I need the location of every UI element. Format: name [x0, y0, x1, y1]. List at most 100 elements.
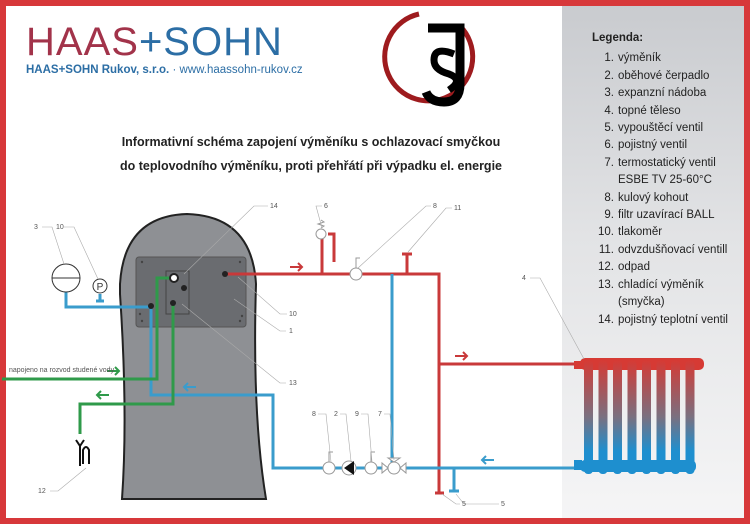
- legend-item-number: 14.: [598, 313, 614, 326]
- radiator-column: [627, 360, 637, 474]
- legend-item-text: odvzdušňovací ventill: [618, 243, 728, 256]
- legend-item-text: pojistný teplotní ventil: [618, 313, 728, 326]
- label-9: 9: [355, 411, 359, 418]
- label-7: 7: [378, 411, 382, 418]
- air-vent-pipe: [402, 252, 412, 274]
- hot-supply-pipe: [225, 272, 441, 492]
- brand-logo: HAAS+SOHN HAAS+SOHN Rukov, s.r.o. · www.…: [26, 22, 303, 76]
- legend-item-text: filtr uzavírací BALL: [618, 209, 715, 222]
- label-8: 8: [433, 203, 437, 210]
- label-5b: 5: [501, 501, 505, 508]
- legend-item: 14. pojistný teplotní ventil: [592, 312, 728, 329]
- legend-item-text: expanzní nádoba: [618, 87, 707, 100]
- legend-item: 2. oběhové čerpadlo: [592, 68, 728, 85]
- label-10: 10: [56, 224, 64, 231]
- legend-item: (smyčka): [592, 294, 728, 311]
- legend-item: 9. filtr uzavírací BALL: [592, 207, 728, 224]
- legend-item-number: 1.: [604, 52, 614, 65]
- legend-item-number: 3.: [604, 87, 614, 100]
- label-13: 13: [289, 380, 297, 387]
- logo-haas: HAAS: [26, 20, 139, 64]
- radiator-bottom-header: [580, 460, 696, 472]
- legend-item: 4. topné těleso: [592, 103, 728, 120]
- radiator-column: [685, 360, 695, 474]
- label-10b: 10: [289, 311, 297, 318]
- label-8b: 8: [312, 411, 316, 418]
- legend-item-number: 11.: [598, 243, 614, 256]
- radiator-column: [656, 360, 666, 474]
- tank-flange-panel: [135, 256, 247, 328]
- legend-item: 7. termostatický ventil: [592, 155, 728, 172]
- drain-return-pipe: [449, 468, 459, 493]
- legend-item-text: výměník: [618, 52, 661, 65]
- label-11: 11: [454, 205, 461, 212]
- radiator-valve: [574, 361, 582, 369]
- label-4: 4: [522, 275, 526, 282]
- arrow-right-icon: [455, 351, 469, 361]
- legend: Legenda: 1. výměník 2. oběhové čerpadlo 3. ex…: [592, 30, 728, 329]
- legend-item: 12.odpad: [592, 259, 728, 276]
- label-6: 6: [324, 203, 328, 210]
- arrow-left-icon: [95, 390, 109, 400]
- label-2: 2: [334, 411, 338, 418]
- label-5: 5: [462, 501, 466, 508]
- arrow-left-icon: [182, 382, 196, 392]
- separator: ·: [172, 64, 177, 76]
- cold-inlet-pipe: [2, 276, 170, 381]
- website: www.haassohn-rukov.cz: [179, 64, 303, 76]
- ball-valve-icon: [322, 451, 336, 475]
- legend-item: ESBE TV 25-60°C: [592, 172, 728, 189]
- thermal-safety-valve-icon: [169, 273, 179, 283]
- legend-item-number: 8.: [604, 191, 614, 204]
- arrow-left-icon: [480, 455, 494, 465]
- legend-item-text: odpad: [618, 261, 650, 274]
- pump-icon: [341, 460, 357, 476]
- legend-item-text: oběhové čerpadlo: [618, 69, 710, 82]
- title-line-2: do teplovodního výměníku, proti přehřátí…: [119, 159, 502, 173]
- svg-text:P: P: [97, 282, 104, 293]
- radiator-inlet: [574, 460, 582, 470]
- radiator-column: [584, 360, 593, 474]
- thermostatic-valve-icon: [381, 457, 407, 475]
- radiator-icon: [574, 358, 704, 474]
- legend-item-number: 13.: [598, 278, 614, 291]
- emblem-logo: [382, 11, 476, 107]
- legend-item: 13. chladící výměník: [592, 277, 728, 294]
- company-name: HAAS+SOHN Rukov, s.r.o.: [26, 64, 170, 76]
- legend-item-text: chladící výměník: [618, 278, 704, 291]
- legend-item-text: termostatický ventil: [618, 156, 716, 169]
- radiator-column: [613, 360, 622, 474]
- filter-valve-icon: [364, 451, 378, 475]
- legend-item-text: tlakoměr: [618, 226, 663, 239]
- legend-item: 8.kulový kohout: [592, 190, 728, 207]
- page-title: Informativní schéma zapojení výměníku s …: [66, 130, 556, 178]
- legend-item-text: pojistný ventil: [618, 139, 688, 152]
- legend-item-number: 2.: [604, 69, 614, 82]
- radiator-column: [671, 360, 680, 474]
- legend-item-number: 10.: [598, 226, 614, 239]
- legend-item-text: ESBE TV 25-60°C: [618, 174, 712, 187]
- legend-item-text: vypouštěcí ventil: [618, 122, 704, 135]
- legend-item-number: 9.: [604, 209, 614, 222]
- legend-item-text: (smyčka): [618, 296, 665, 309]
- ball-valve-icon: [349, 257, 363, 281]
- legend-item-number: 4.: [604, 104, 614, 117]
- cold-water-label: napojeno na rozvod studené vody: [9, 367, 115, 374]
- label-3: 3: [34, 224, 38, 231]
- title-line-1: Informativní schéma zapojení výměníku s …: [121, 135, 501, 149]
- cooling-outlet-pipe: [78, 303, 175, 434]
- legend-item-number: 7.: [604, 156, 614, 169]
- logo-plus: +: [138, 20, 164, 64]
- arrow-right-icon: [107, 366, 121, 376]
- safety-valve-icon: [315, 219, 327, 240]
- legend-item-text: topné těleso: [618, 104, 681, 117]
- legend-item: 3. expanzní nádoba: [592, 85, 728, 102]
- legend-item-number: 5.: [604, 122, 614, 135]
- label-14: 14: [270, 203, 278, 210]
- expansion-vessel-icon: [51, 263, 81, 293]
- pressure-gauge-icon: P: [92, 278, 108, 294]
- legend-title: Legenda:: [592, 32, 644, 44]
- legend-item: 6.pojistný ventil: [592, 137, 728, 154]
- safety-valve-pipe: [320, 232, 336, 274]
- label-1: 1: [289, 328, 293, 335]
